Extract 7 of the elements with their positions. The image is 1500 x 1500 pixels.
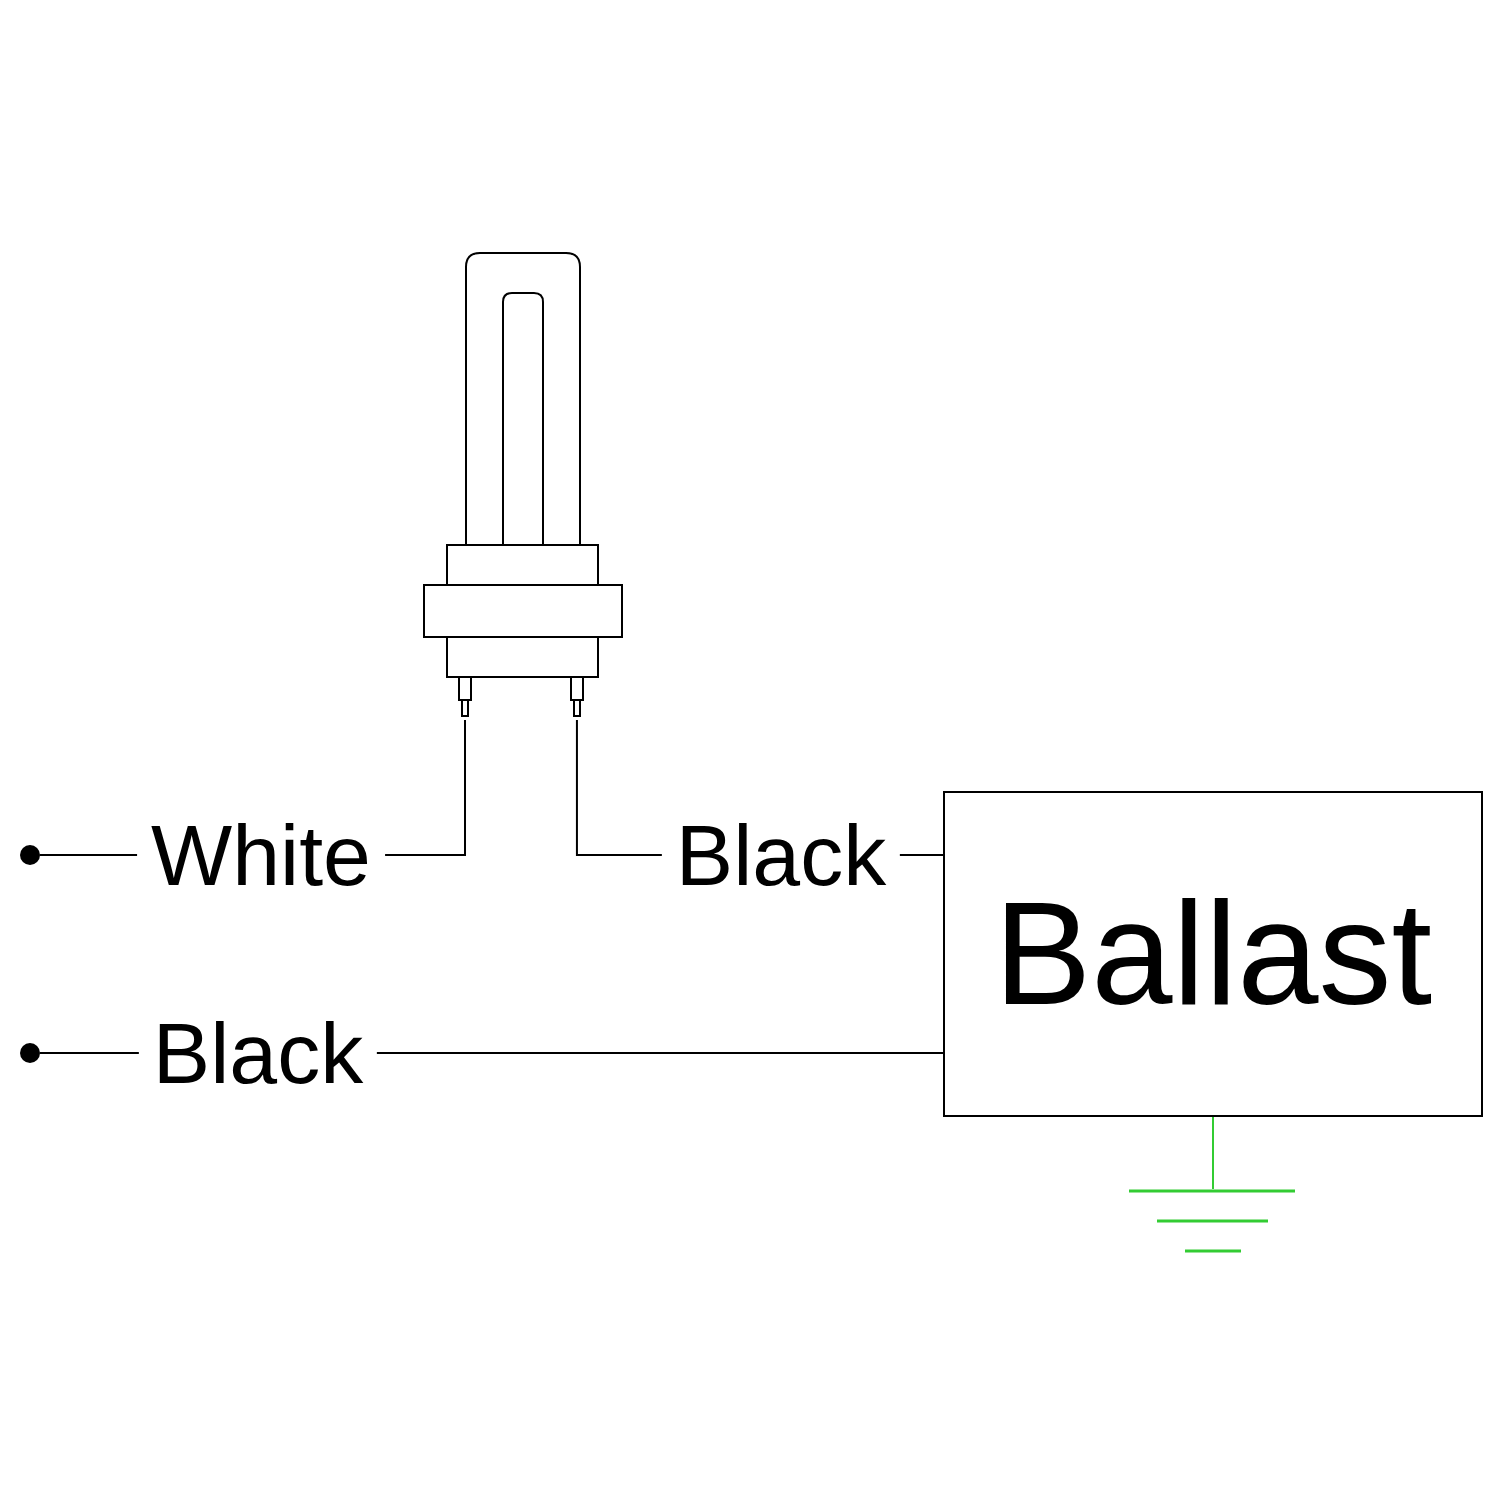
wire [1212,1116,1214,1190]
ballast-label: Ballast [993,881,1433,1027]
terminal-dot [20,845,40,865]
lamp-drawing [422,252,624,720]
ballast-box [943,791,1483,1117]
terminal-dot [20,1043,40,1063]
ground-symbol [1129,1189,1296,1253]
